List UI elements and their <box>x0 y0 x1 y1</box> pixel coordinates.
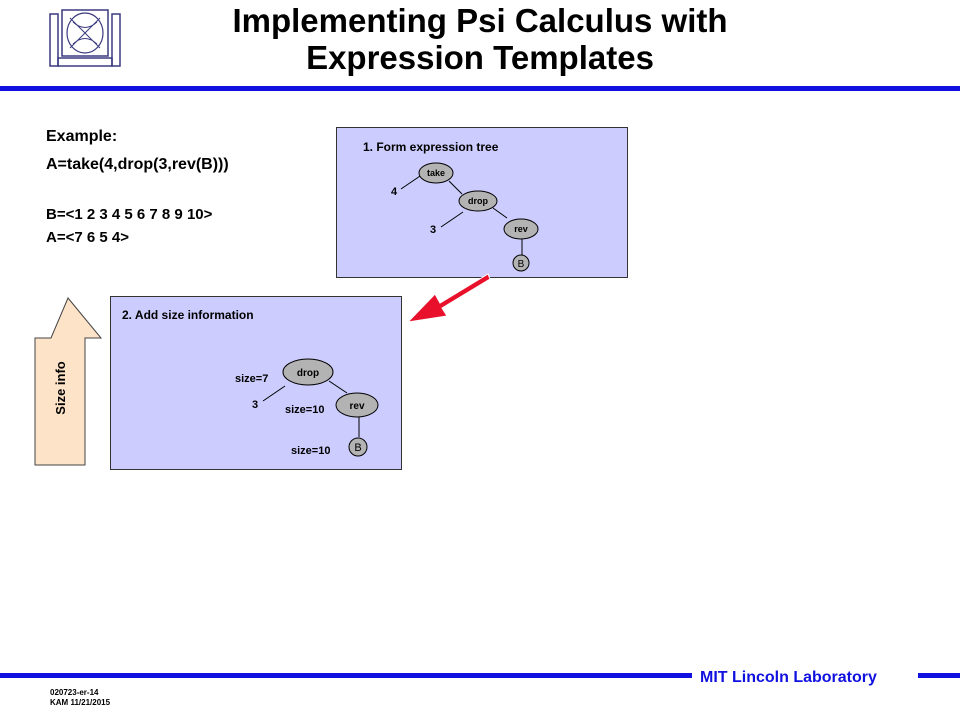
take-arg: 4 <box>391 186 398 198</box>
edge-take-arg <box>400 173 424 190</box>
example-b-value: B=<1 2 3 4 5 6 7 8 9 10> <box>46 206 213 223</box>
example-label: Example: <box>46 128 118 145</box>
leaf-node <box>348 437 368 457</box>
take-node-label: take <box>427 168 445 178</box>
edge-drop-rev <box>328 380 348 394</box>
leaf-node-label: B <box>518 259 525 270</box>
leaf-node-label: B <box>354 442 361 454</box>
next-step-arrow <box>406 273 491 323</box>
drop-arg: 3 <box>430 224 436 236</box>
expression-tree-panel: 1. Form expression tree take drop rev B … <box>336 127 628 278</box>
drop-node-label: drop <box>297 368 319 379</box>
rev-size-label: size=10 <box>285 404 324 416</box>
drop-node <box>458 190 498 212</box>
drop-arg: 3 <box>252 399 258 411</box>
lab-name: MIT Lincoln Laboratory <box>700 669 877 686</box>
slide-code: 020723-er-14 <box>50 688 99 697</box>
drop-size-label: size=7 <box>235 373 268 385</box>
rev-node <box>503 218 539 240</box>
title-line-2: Expression Templates <box>306 39 654 76</box>
slide-title: Implementing Psi Calculus with Expressio… <box>130 2 830 76</box>
expression-tree: 1. Form expression tree take drop rev B … <box>363 140 539 272</box>
edge-take-drop <box>448 180 463 195</box>
edge-drop-arg <box>262 385 286 402</box>
bottom-rule <box>0 673 692 678</box>
drop-node-label: drop <box>468 196 488 206</box>
example-a-value: A=<7 6 5 4> <box>46 229 129 246</box>
leaf-size-label: size=10 <box>291 445 330 457</box>
lincoln-lab-logo <box>49 9 121 67</box>
size-info-arrow: Size info <box>34 297 103 466</box>
top-rule <box>0 86 960 91</box>
slide-author-date: KAM 11/21/2015 <box>50 698 111 707</box>
size-information-panel: 2. Add size information drop rev B size=… <box>110 296 402 470</box>
drop-node <box>282 358 334 386</box>
sized-expression-tree: 2. Add size information drop rev B size=… <box>122 308 379 457</box>
leaf-node <box>512 254 530 272</box>
title-line-1: Implementing Psi Calculus with <box>232 2 728 39</box>
rev-node-label: rev <box>349 401 364 412</box>
panel1-heading: 1. Form expression tree <box>363 140 499 154</box>
bottom-rule-end <box>918 673 960 678</box>
rev-node-label: rev <box>514 224 528 234</box>
edge-drop-arg <box>440 211 464 228</box>
take-node <box>418 162 454 184</box>
size-info-label: Size info <box>53 361 68 415</box>
example-expression: A=take(4,drop(3,rev(B))) <box>46 156 229 173</box>
panel2-heading: 2. Add size information <box>122 308 254 322</box>
edge-drop-rev <box>492 207 508 219</box>
rev-node <box>335 392 379 418</box>
